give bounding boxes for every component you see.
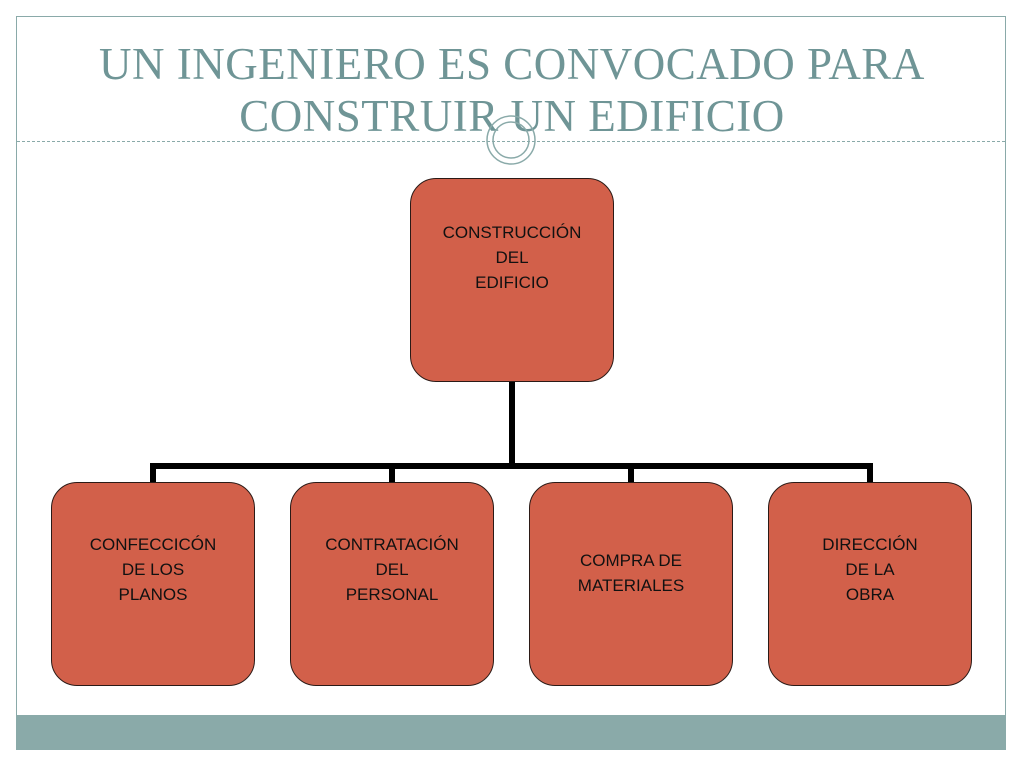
root-node-label: CONSTRUCCIÓN DEL EDIFICIO (442, 222, 582, 292)
title-line-1: UN INGENIERO ES CONVOCADO PARA (99, 39, 925, 89)
circle-ornament-icon (486, 115, 536, 165)
child-node-label: CONFECCICÓN DE LOS PLANOS (89, 534, 217, 604)
root-node-construccion: CONSTRUCCIÓN DEL EDIFICIO (410, 178, 614, 382)
child-node-personal: CONTRATACIÓN DEL PERSONAL (290, 482, 494, 686)
child-node-planos: CONFECCICÓN DE LOS PLANOS (51, 482, 255, 686)
child-node-materiales: COMPRA DE MATERIALES (529, 482, 733, 686)
child-node-obra: DIRECCIÓN DE LA OBRA (768, 482, 972, 686)
child-node-label: DIRECCIÓN DE LA OBRA (822, 534, 918, 604)
footer-band (17, 715, 1005, 749)
title-divider (17, 141, 1005, 142)
child-node-label: COMPRA DE MATERIALES (577, 551, 685, 595)
child-node-label: CONTRATACIÓN DEL PERSONAL (325, 534, 459, 604)
